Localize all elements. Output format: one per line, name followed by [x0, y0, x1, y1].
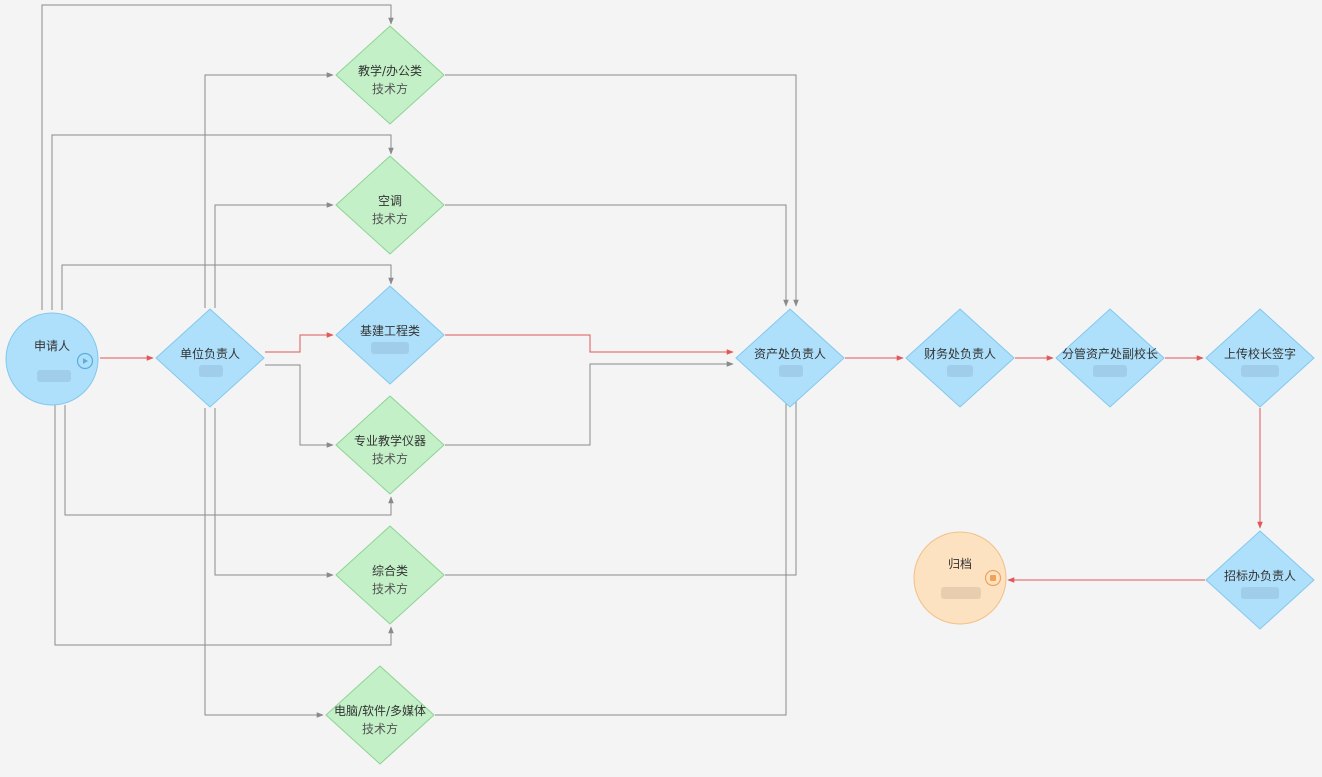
redacted-assignee	[1241, 365, 1279, 377]
node-infra[interactable]: 基建工程类	[335, 285, 445, 385]
edge-start-general	[54, 405, 394, 646]
node-archive[interactable]: 归档	[913, 531, 1007, 625]
node-start-title: 申请人	[33, 339, 70, 353]
edge-teaching-asset	[445, 74, 799, 307]
node-infra-title: 基建工程类	[359, 324, 420, 338]
node-asset-head[interactable]: 资产处负责人	[735, 308, 845, 408]
node-upload-sign-title: 上传校长签字	[1223, 347, 1296, 361]
redacted-assignee	[37, 370, 71, 382]
node-asset-head-title: 资产处负责人	[753, 347, 826, 361]
node-teaching[interactable]: 教学/办公类 技术方	[335, 25, 445, 125]
edge-unit-computer	[204, 408, 324, 718]
node-finance-head[interactable]: 财务处负责人	[905, 308, 1015, 408]
node-start[interactable]: 申请人	[5, 312, 99, 406]
node-ac[interactable]: 空调 技术方	[335, 155, 445, 255]
edge-ac-asset	[445, 204, 789, 307]
node-unit-head[interactable]: 单位负责人	[155, 308, 265, 408]
redacted-assignee	[1093, 365, 1127, 377]
node-finance-head-title: 财务处负责人	[923, 347, 996, 361]
node-upload-sign[interactable]: 上传校长签字	[1205, 308, 1315, 408]
node-bidding-head-title: 招标办负责人	[1223, 569, 1296, 583]
edge-start-teaching	[41, 4, 394, 310]
edge-start-infra	[61, 264, 394, 310]
node-general-title: 综合类	[371, 564, 408, 578]
edge-unit-instrument	[265, 364, 334, 448]
node-vp-assets-title: 分管资产处副校长	[1061, 347, 1158, 361]
redacted-assignee	[941, 587, 981, 599]
edge-unit-teaching	[204, 72, 334, 308]
redacted-assignee	[1241, 587, 1279, 599]
edge-start-instrument	[64, 405, 394, 516]
node-general-role: 技术方	[371, 582, 408, 596]
node-teaching-title: 教学/办公类	[357, 64, 423, 78]
node-ac-role: 技术方	[371, 212, 408, 226]
stop-icon[interactable]	[984, 569, 1002, 587]
redacted-assignee	[371, 342, 409, 354]
node-computer[interactable]: 电脑/软件/多媒体 技术方	[325, 665, 435, 765]
edge-computer-asset	[435, 380, 789, 716]
node-ac-title: 空调	[377, 194, 402, 208]
node-instrument-role: 技术方	[371, 452, 408, 466]
node-archive-title: 归档	[947, 557, 972, 571]
edge-unit-general	[214, 408, 334, 578]
redacted-assignee	[199, 365, 223, 377]
edge-unit-infra	[265, 332, 334, 353]
edge-infra-asset	[445, 334, 734, 355]
play-icon[interactable]	[76, 352, 94, 370]
node-bidding-head[interactable]: 招标办负责人	[1205, 530, 1315, 630]
node-teaching-role: 技术方	[371, 82, 408, 96]
node-computer-title: 电脑/软件/多媒体	[333, 704, 427, 718]
edge-instrument-asset	[445, 361, 734, 446]
redacted-assignee	[779, 365, 803, 377]
node-general[interactable]: 综合类 技术方	[335, 525, 445, 625]
node-unit-head-title: 单位负责人	[179, 347, 240, 361]
node-vp-assets[interactable]: 分管资产处副校长	[1055, 308, 1165, 408]
node-instrument-title: 专业教学仪器	[353, 434, 426, 448]
edge-start-ac	[51, 134, 394, 310]
edge-general-asset	[445, 380, 799, 576]
redacted-assignee	[947, 365, 973, 377]
node-instrument[interactable]: 专业教学仪器 技术方	[335, 395, 445, 495]
edge-unit-ac	[214, 202, 334, 308]
node-computer-role: 技术方	[361, 722, 398, 736]
